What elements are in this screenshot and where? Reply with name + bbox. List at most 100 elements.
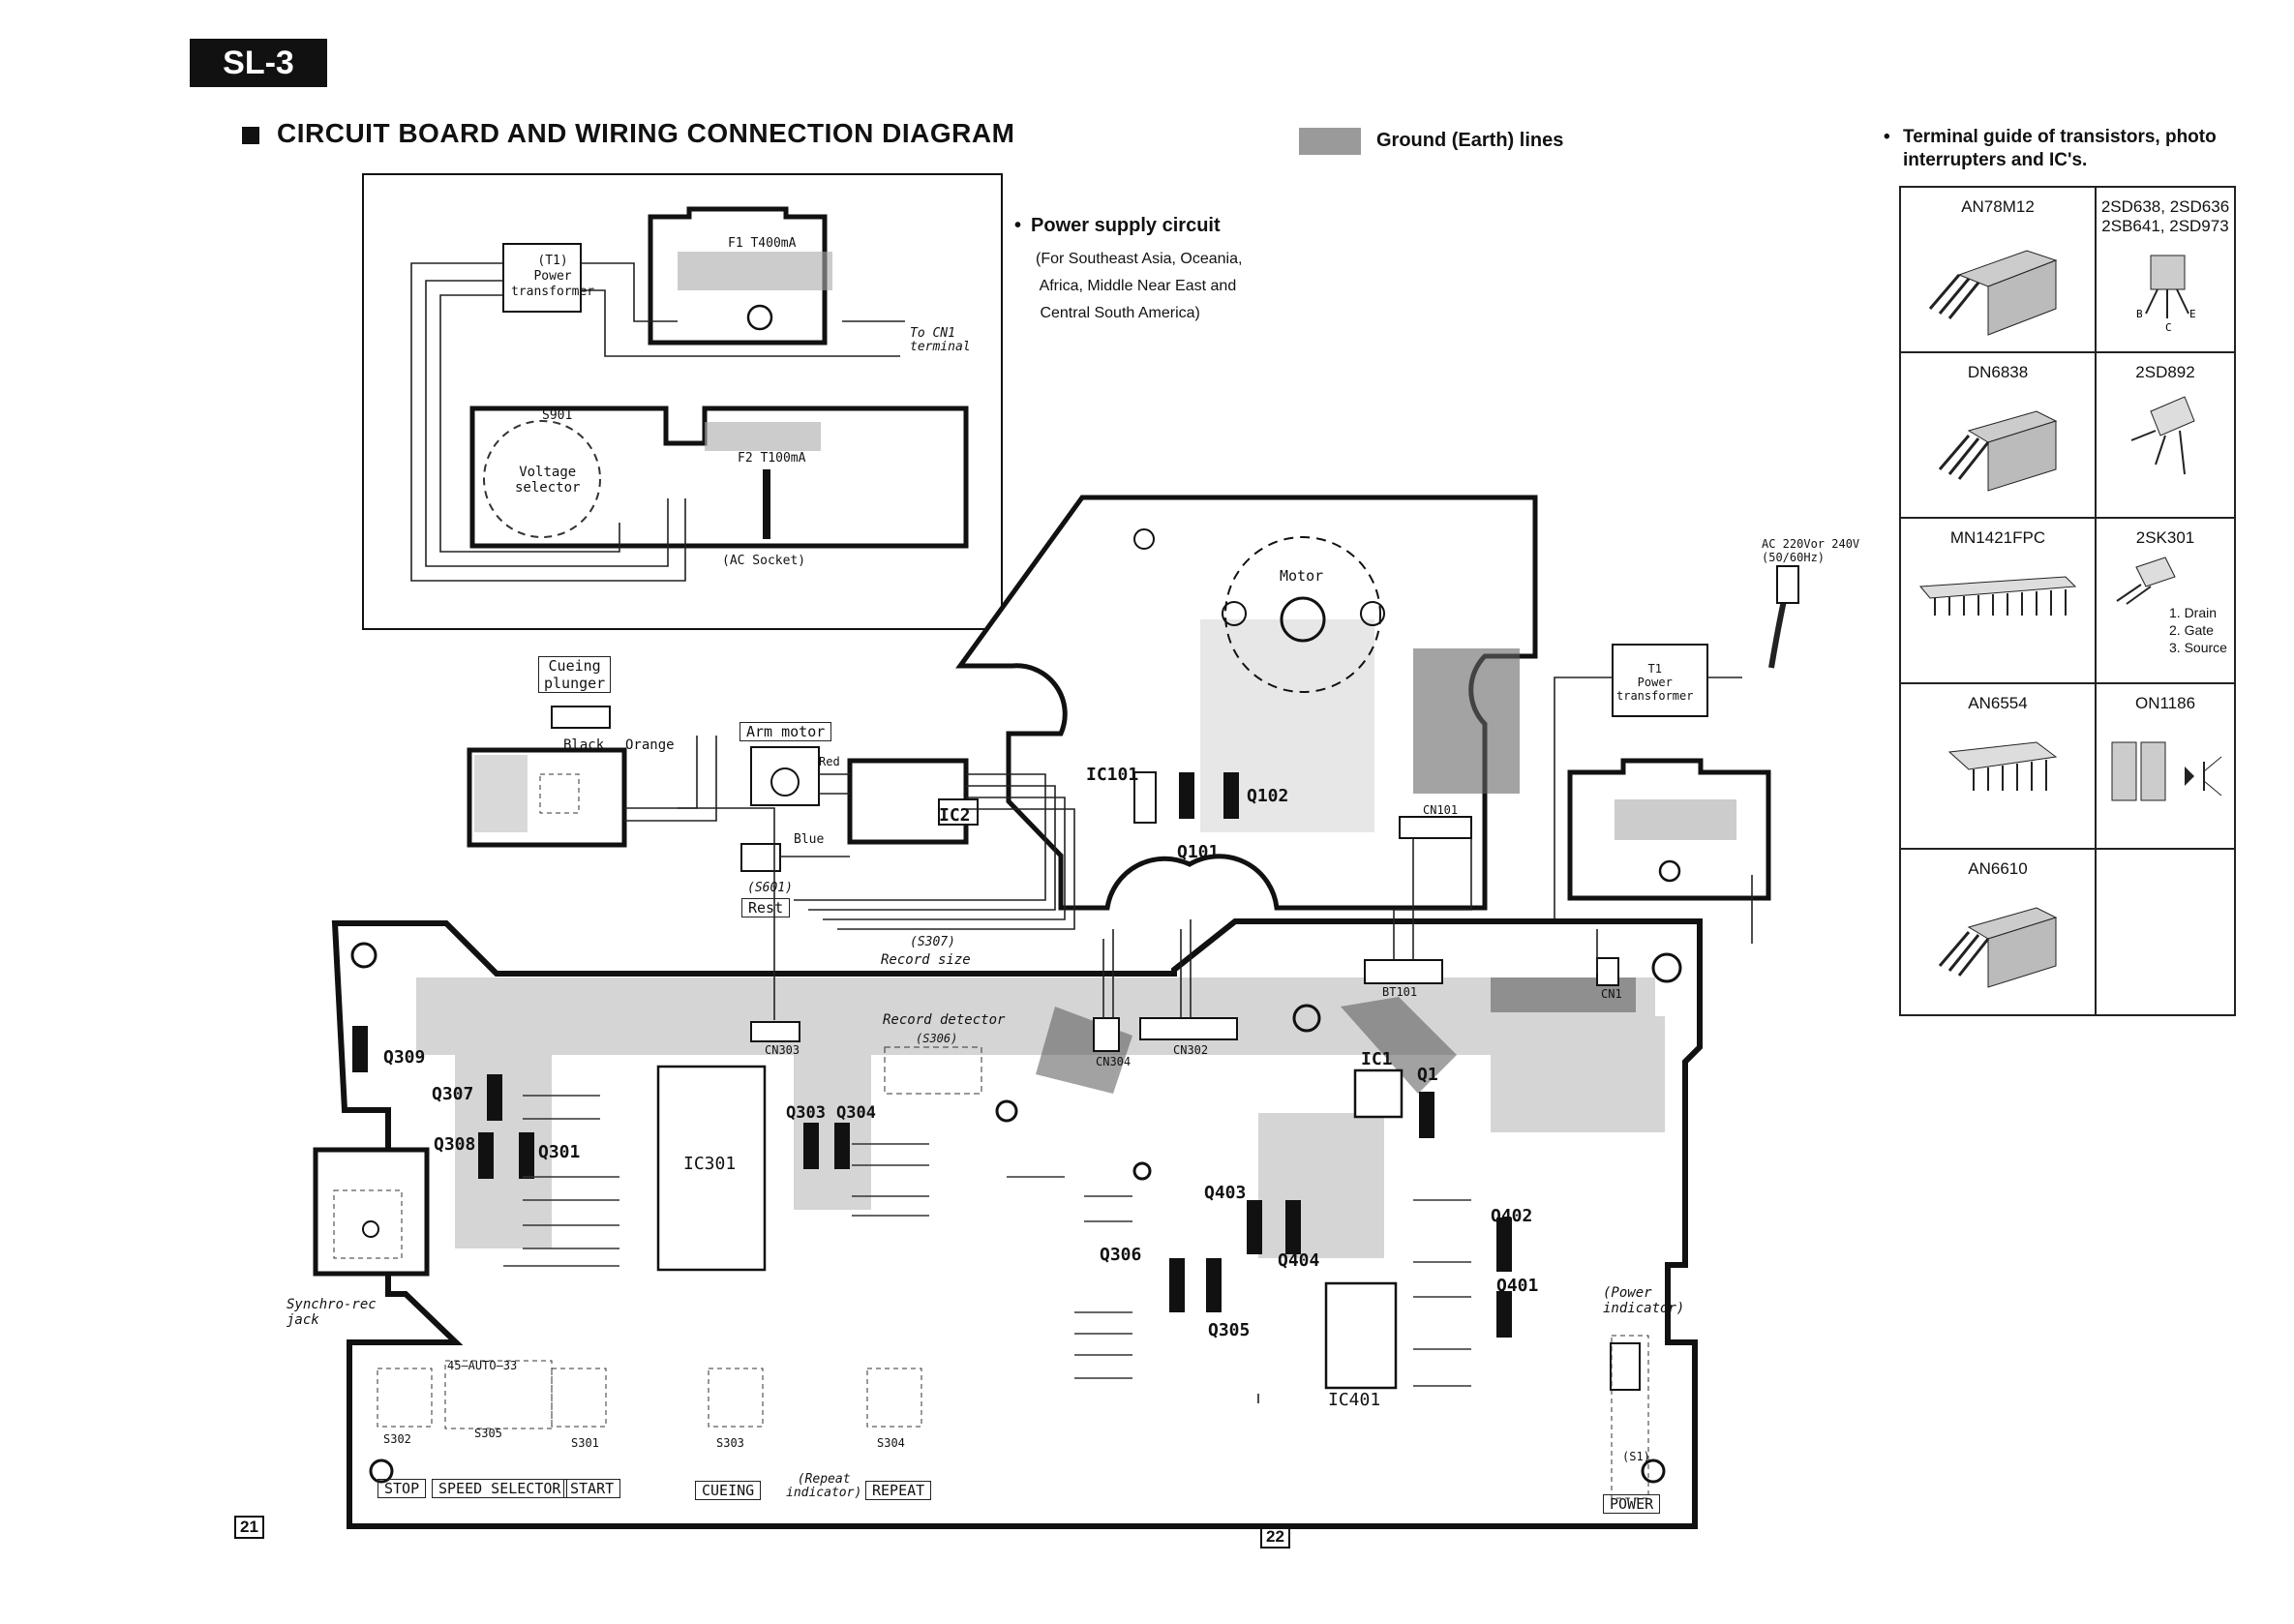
label-ac-input: AC 220Vor 240V (50/60Hz) xyxy=(1762,537,1860,564)
label-s303: S303 xyxy=(716,1436,744,1450)
motor-board xyxy=(955,495,1538,911)
cell-dn6838: DN6838 xyxy=(1901,353,2097,519)
label-cn303: CN303 xyxy=(765,1043,800,1057)
cell-on1186: ON1186 xyxy=(2097,684,2234,850)
label-record-detector: Record detector xyxy=(883,1012,1006,1028)
label-auto-switch: 45—AUTO—33 xyxy=(447,1359,518,1372)
label-repeat-indicator: (Repeat indicator) xyxy=(786,1472,862,1500)
cell-label: AN6610 xyxy=(1968,859,2028,878)
label-arm-motor: Arm motor xyxy=(740,722,832,741)
cueing-button[interactable]: CUEING xyxy=(695,1481,762,1500)
ic-package-icon xyxy=(1938,410,2058,492)
label-q402: Q402 xyxy=(1491,1206,1533,1226)
dip14-package-icon xyxy=(1947,741,2058,791)
label-q403: Q403 xyxy=(1204,1183,1247,1203)
label-q303: Q303 xyxy=(786,1103,826,1123)
label-cueing-plunger: Cueing plunger xyxy=(538,656,612,693)
terminal-guide-title: Terminal guide of transistors, photo int… xyxy=(1884,126,2217,172)
label-record-size: Record size xyxy=(881,952,971,968)
fuse-board-f1 xyxy=(648,206,828,346)
page-title: CIRCUIT BOARD AND WIRING CONNECTION DIAG… xyxy=(242,118,1014,149)
ic1-outline xyxy=(1353,1068,1404,1119)
terminal-guide-table: AN78M12 2SD638, 2SD636 2SB641, 2SD973 B C… xyxy=(1899,186,2236,1016)
rest-switch-s601 xyxy=(740,843,781,872)
repeat-button[interactable]: REPEAT xyxy=(865,1481,932,1500)
ground-legend-label: Ground (Earth) lines xyxy=(1376,130,1564,151)
page-number-right: 22 xyxy=(1260,1525,1290,1549)
ic2-board xyxy=(847,758,969,845)
power-button[interactable]: POWER xyxy=(1603,1494,1661,1514)
label-q304: Q304 xyxy=(836,1103,876,1123)
speed-selector-button[interactable]: SPEED SELECTOR xyxy=(432,1479,568,1498)
cell-label: AN6554 xyxy=(1968,694,2028,712)
label-q309: Q309 xyxy=(383,1047,426,1068)
label-q301: Q301 xyxy=(538,1142,581,1162)
an6610-package-icon xyxy=(1938,907,2058,988)
cell-an6554: AN6554 xyxy=(1901,684,2097,850)
transistor-package-icon: BCE xyxy=(2136,255,2196,334)
label-q102: Q102 xyxy=(1247,786,1289,806)
pin-drain: 1. Drain xyxy=(2169,605,2218,620)
power-supply-inset-frame xyxy=(362,173,1003,630)
synchro-rec-jack-board xyxy=(313,1147,430,1277)
power-supply-note: (For Southeast Asia, Oceania, Africa, Mi… xyxy=(1036,251,1243,321)
to220-package-icon xyxy=(1928,250,2058,336)
label-power-indicator: (Power indicator) xyxy=(1603,1285,1685,1316)
label-s302: S302 xyxy=(383,1432,411,1446)
label-t1-power-transformer: (T1) Power transformer xyxy=(511,254,595,299)
label-ic301: IC301 xyxy=(683,1154,737,1174)
record-detector-box xyxy=(884,1046,982,1095)
label-q308: Q308 xyxy=(434,1134,476,1155)
label-cn304: CN304 xyxy=(1096,1055,1132,1068)
label-motor: Motor xyxy=(1280,567,1324,585)
start-button[interactable]: START xyxy=(563,1479,621,1498)
label-f2: F2 T100mA xyxy=(738,451,806,466)
label-q101: Q101 xyxy=(1177,842,1220,862)
label-synchro-rec-jack: Synchro-rec jack xyxy=(287,1297,377,1328)
cell-2sd892: 2SD892 xyxy=(2097,353,2234,519)
svg-text:B: B xyxy=(2136,308,2143,320)
page-number-left: 21 xyxy=(234,1516,264,1539)
page-title-text: CIRCUIT BOARD AND WIRING CONNECTION DIAG… xyxy=(277,118,1015,148)
motor-outline xyxy=(1224,536,1381,693)
cell-an6610: AN6610 xyxy=(1901,850,2097,1014)
photo-interrupter-icon xyxy=(2111,741,2222,801)
label-t1-right: T1 Power transformer xyxy=(1616,662,1694,703)
cell-an78m12: AN78M12 xyxy=(1901,188,2097,353)
transistor-to92-icon xyxy=(2130,396,2195,475)
arm-motor-box xyxy=(750,746,820,806)
cell-label: MN1421FPC xyxy=(1949,528,2046,547)
stop-button[interactable]: STOP xyxy=(377,1479,427,1498)
label-s304: S304 xyxy=(877,1436,905,1450)
label-ic101: IC101 xyxy=(1086,765,1139,785)
label-ic2: IC2 xyxy=(939,805,971,826)
ac-plug-icon xyxy=(1776,565,1799,604)
label-s306: (S306) xyxy=(916,1032,958,1045)
model-tag: SL-3 xyxy=(190,39,327,87)
svg-text:C: C xyxy=(2165,321,2172,333)
cell-label: 2SD638, 2SD636 2SB641, 2SD973 xyxy=(2100,197,2230,235)
label-black-wire: Black xyxy=(563,737,605,753)
label-q404: Q404 xyxy=(1278,1250,1320,1271)
fet-package-icon xyxy=(2116,556,2176,605)
label-s307: (S307) xyxy=(910,935,955,949)
cell-mn1421fpc: MN1421FPC xyxy=(1901,519,2097,684)
label-q305: Q305 xyxy=(1208,1320,1251,1340)
square-bullet-icon xyxy=(242,126,259,144)
cueing-plunger-board xyxy=(467,747,627,848)
label-ac-socket: (AC Socket) xyxy=(722,554,806,568)
cell-label: 2SD892 xyxy=(2135,363,2195,381)
cell-label: 2SK301 xyxy=(2135,528,2195,547)
label-voltage-selector: Voltage selector xyxy=(515,465,581,496)
label-rest: Rest xyxy=(741,898,791,917)
label-q1: Q1 xyxy=(1417,1065,1438,1085)
label-q307: Q307 xyxy=(432,1084,474,1104)
pin-gate: 2. Gate xyxy=(2169,622,2214,638)
label-red-wire: Red xyxy=(819,755,840,768)
label-cn302: CN302 xyxy=(1173,1043,1209,1057)
ground-legend-swatch xyxy=(1299,128,1361,155)
cell-label: DN6838 xyxy=(1967,363,2029,381)
label-q401: Q401 xyxy=(1496,1276,1539,1296)
